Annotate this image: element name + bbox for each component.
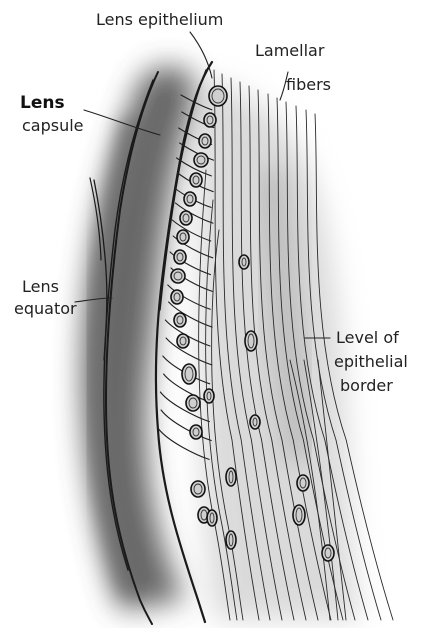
nucleus-outer [204, 389, 214, 403]
nucleus [250, 415, 260, 429]
nucleus-outer [239, 255, 249, 269]
nucleus-outer [207, 510, 217, 526]
nucleus [204, 389, 214, 403]
nucleus [180, 211, 192, 225]
nucleus [184, 192, 196, 206]
nucleus [171, 269, 185, 283]
label-border-line1: Level of [336, 328, 399, 347]
nucleus-outer [190, 173, 202, 187]
label-lamellar-line2: fibers [286, 75, 331, 94]
nucleus [293, 505, 305, 525]
nucleus [177, 334, 189, 348]
nucleus-outer [177, 334, 189, 348]
nucleus [297, 475, 309, 491]
nucleus [239, 255, 249, 269]
nucleus [186, 395, 200, 411]
nucleus [199, 134, 211, 148]
label-lens-epithelium: Lens epithelium [96, 10, 223, 29]
nucleus [190, 425, 202, 439]
nucleus [174, 313, 186, 327]
nucleus-outer [177, 230, 189, 244]
nucleus-outer [190, 425, 202, 439]
nucleus [171, 290, 183, 304]
nucleus [245, 331, 257, 351]
nucleus [174, 250, 186, 264]
nucleus-outer [174, 250, 186, 264]
nucleus [182, 364, 196, 384]
nucleus-outer [250, 415, 260, 429]
label-border-line3: border [340, 376, 393, 395]
nucleus [322, 545, 334, 561]
nucleus-outer [191, 481, 205, 497]
label-border-line2: epithelial [334, 352, 408, 371]
label-lamellar-line1: Lamellar [255, 41, 325, 60]
nucleus-outer [184, 192, 196, 206]
label-equator-line2: equator [14, 299, 77, 318]
nucleus [190, 173, 202, 187]
label-capsule-line1: Lens [20, 93, 65, 113]
nucleus-outer [171, 269, 185, 283]
nucleus-outer [186, 395, 200, 411]
nucleus-outer [199, 134, 211, 148]
fiber-shading [198, 80, 360, 620]
nucleus [191, 481, 205, 497]
label-capsule-line2: capsule [22, 116, 84, 135]
nucleus [207, 510, 217, 526]
nucleus-outer [297, 475, 309, 491]
nucleus-outer [171, 290, 183, 304]
label-equator-line1: Lens [22, 277, 59, 296]
nucleus [194, 153, 208, 167]
nucleus [177, 230, 189, 244]
nucleus-outer [322, 545, 334, 561]
nucleus [226, 531, 236, 549]
nucleus-outer [180, 211, 192, 225]
nucleus [226, 468, 236, 486]
nucleus-outer [204, 113, 216, 127]
nucleus-outer [174, 313, 186, 327]
nucleus [209, 86, 227, 106]
nucleus [204, 113, 216, 127]
nucleus-outer [194, 153, 208, 167]
